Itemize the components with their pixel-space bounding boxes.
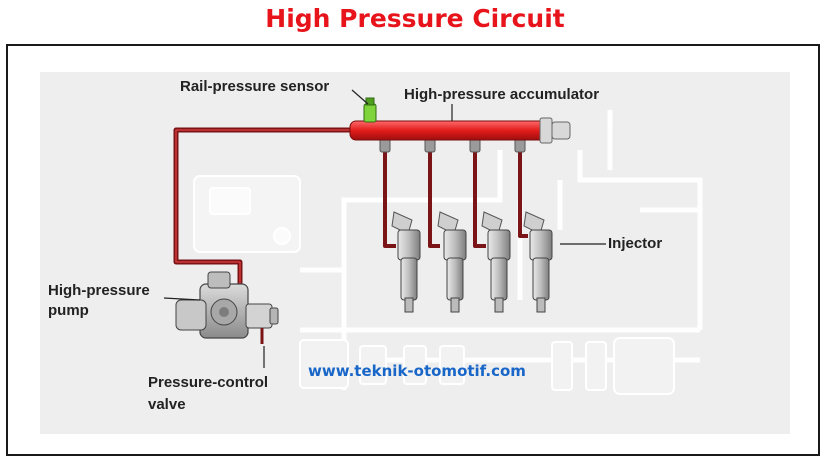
label-high-pressure-accumulator: High-pressure accumulator: [404, 86, 600, 103]
injector-4: [523, 211, 553, 313]
label-pressure-control-valve-line1: Pressure-control: [148, 374, 269, 391]
injector-3: [481, 211, 511, 313]
leader-lines: [163, 89, 606, 368]
label-injector: Injector: [608, 235, 663, 252]
fuel-tank-ghost: [193, 175, 301, 253]
injector-2: [437, 211, 467, 313]
label-high-pressure-pump-line1: High-pressure: [48, 282, 150, 299]
rail-connectors: [379, 137, 526, 153]
pressure-control-valve: [245, 303, 279, 344]
background-engine-ghost: [300, 110, 703, 390]
watermark-url: www.teknik-otomotif.com: [308, 362, 526, 380]
diagram-title: High Pressure Circuit: [265, 4, 565, 33]
rail-end-fitting: [539, 117, 571, 144]
label-rail-pressure-sensor: Rail-pressure sensor: [180, 78, 330, 95]
label-pressure-control-valve-line2: valve: [148, 396, 186, 413]
injector-1: [391, 211, 421, 313]
label-high-pressure-pump-line2: pump: [48, 302, 89, 319]
rail-pressure-sensor: [363, 97, 377, 123]
high-pressure-accumulator: [349, 120, 547, 141]
sensors-ghost: [299, 337, 675, 395]
injector-feed-lines: [383, 146, 528, 248]
high-pressure-pump: [175, 271, 249, 339]
